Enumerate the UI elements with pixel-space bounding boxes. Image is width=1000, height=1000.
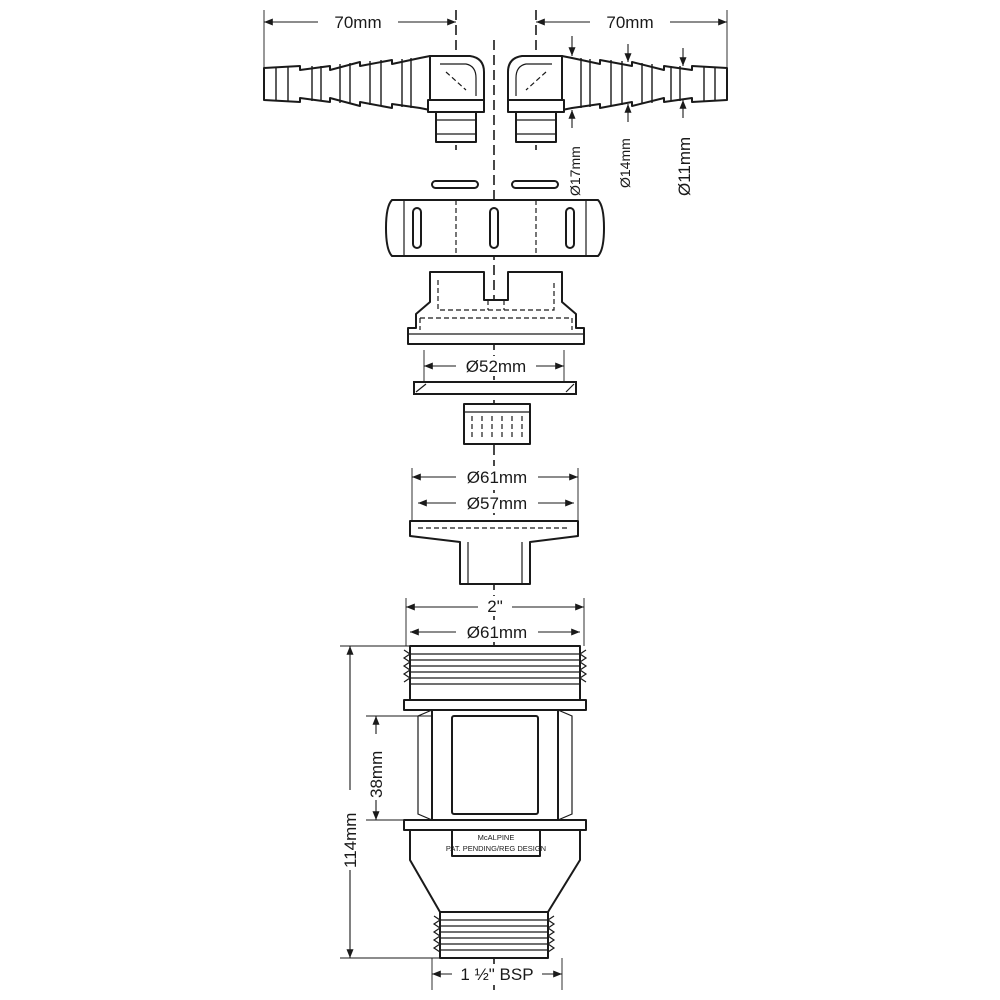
dim-window-height: 38mm (364, 715, 432, 821)
dim-right-hose-length: 70mm (536, 10, 728, 70)
dim-body-thread: Ø61mm (410, 622, 580, 642)
right-hose-tail (507, 55, 728, 143)
dim-label-dia-52: Ø52mm (466, 357, 526, 376)
dim-tail-dia-17: Ø17mm (567, 36, 583, 196)
flanged-tailpiece (409, 520, 579, 585)
dim-outlet-thread: 1 ½" BSP (431, 958, 563, 990)
dim-washer-dia: Ø52mm (423, 350, 565, 382)
dim-tail-dia-11: Ø11mm (675, 48, 694, 196)
dim-label-38mm: 38mm (367, 751, 386, 798)
dim-label-70mm-left: 70mm (334, 13, 381, 32)
dim-label-dia-57: Ø57mm (467, 494, 527, 513)
dim-flange-inner: Ø57mm (418, 493, 574, 513)
dim-label-114mm: 114mm (341, 813, 360, 868)
marking-line-2: PAT. PENDING/REG DESIGN (446, 844, 546, 853)
dim-tail-dia-14: Ø14mm (617, 44, 633, 188)
dim-label-dia-11: Ø11mm (675, 137, 694, 196)
dim-left-hose-length: 70mm (263, 10, 456, 70)
dim-label-dia-14: Ø14mm (617, 138, 633, 188)
o-ring-right (511, 180, 559, 189)
dim-label-70mm-right: 70mm (606, 13, 653, 32)
strainer (463, 403, 531, 445)
dim-label-dia-61-body: Ø61mm (467, 623, 527, 642)
flat-washer (413, 381, 577, 395)
left-hose-tail (263, 55, 485, 143)
dim-label-bsp: 1 ½" BSP (460, 965, 533, 984)
marking-line-1: McALPINE (478, 833, 515, 842)
dim-flange-outer: Ø61mm (411, 466, 579, 520)
cap-nut (385, 199, 605, 257)
dim-body-nominal: 2" (405, 596, 585, 646)
dim-label-dia-17: Ø17mm (567, 146, 583, 196)
trap-body: McALPINE PAT. PENDING/REG DESIGN (402, 645, 588, 959)
o-ring-left (431, 180, 479, 189)
dim-label-2-inch: 2" (487, 597, 503, 616)
dim-label-dia-61-flange: Ø61mm (467, 468, 527, 487)
dim-body-height: 114mm (338, 645, 440, 959)
twin-inlet-insert (407, 271, 585, 345)
